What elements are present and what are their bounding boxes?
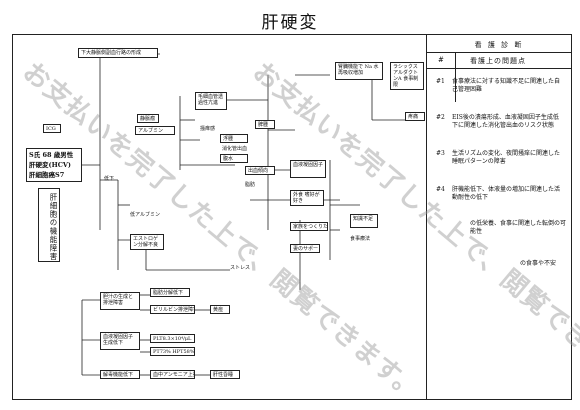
edema-box: 浮腫 xyxy=(220,134,248,143)
diagnosis-text: EIS後の潰瘍形成、血液凝固因子生成低下に関連した消化管出血のリスク状態 xyxy=(452,114,559,129)
detox-box: 解毒機能低下 xyxy=(100,370,140,379)
diagnosis-row-1: #1 食事療法に対する知識不足に関連した自己管理困難 xyxy=(436,78,568,94)
diagnosis-text: の食事や不安 xyxy=(520,260,557,267)
coag-gi-bleeding-box: 血液凝固因子 xyxy=(290,160,326,178)
gi-bleeding-label: 消化管出血 xyxy=(222,146,248,152)
ascites-box: 腹水 xyxy=(220,154,248,163)
low-label: 低下 xyxy=(104,176,115,182)
diagnosis-num: #4 xyxy=(436,186,445,193)
fat-label: 脂肪 xyxy=(245,182,256,188)
family-box: 家族をつくりたい xyxy=(290,222,328,231)
col-num-header: # xyxy=(438,56,444,64)
nursing-diagnosis-heading: 看 護 診 断 xyxy=(474,41,524,49)
diagnosis-num: #1 xyxy=(436,78,445,85)
bilirubin-excretion-box: ビリルビン排泄障害 xyxy=(150,305,195,314)
capillary-permeability-box: 毛細血管透過性亢進 xyxy=(195,92,227,110)
splenomegaly-box: 脾腫 xyxy=(255,120,275,129)
platelet-box: PLT8.3×10⁴/μL xyxy=(150,334,195,343)
collateral-circulation-box: 下大静脈側副血行路の形成 xyxy=(78,48,158,58)
diagnosis-row-4: #4 肝機能低下、体液量の増加に関連した活動耐性の低下 xyxy=(436,186,568,202)
panel-col-divider xyxy=(455,52,456,102)
panel-rule-2 xyxy=(426,68,572,69)
diagnosis-text: 食事療法に対する知識不足に関連した自己管理困難 xyxy=(452,78,561,93)
diagnosis-num: #2 xyxy=(436,114,445,121)
low-albumin-label: 低アルブミン xyxy=(130,212,160,218)
diet-therapy-label: 食事療法 xyxy=(350,236,371,242)
knowledge-deficit-box: 知識不足 xyxy=(350,214,378,228)
diuretics-box: ラシックス アルダクトンA 食事制限 xyxy=(390,62,424,90)
wife-support-box: 妻のサポート xyxy=(290,244,320,253)
renal-sodium-box: 腎臓機能で Na 水再吸収増加 xyxy=(335,62,383,80)
patient-line-3: 肝細胞癌S7 xyxy=(29,171,65,179)
diagnosis-num: #3 xyxy=(436,150,445,157)
diagnosis-text: 肝機能低下、体液量の増加に関連した活動耐性の低下 xyxy=(452,186,561,201)
albumin-box: アルブミン xyxy=(135,126,175,135)
patient-info-box: S氏 68 歳男性 肝硬変(HCV) 肝細胞癌S7 xyxy=(26,148,82,182)
patient-line-2: 肝硬変(HCV) xyxy=(29,161,72,169)
diagnosis-text: 生活リズムの変化、夜間掻痒に関連した睡眠パターンの障害 xyxy=(452,150,561,165)
bleeding-tendency-box: 出血傾向 xyxy=(245,166,275,175)
page-title: 肝硬変 xyxy=(261,13,319,33)
diagram-frame xyxy=(12,34,572,400)
diagnosis-row-6: の食事や不安 xyxy=(520,260,570,268)
diagnosis-text: の低栄養、食事に関連した転倒の可能性 xyxy=(470,220,567,235)
bile-production-box: 胆汁の生成と排泄障害 xyxy=(100,292,140,310)
jaundice-box: 黄疸 xyxy=(210,305,230,314)
diagnosis-row-2: #2 EIS後の潰瘍形成、血液凝固因子生成低下に関連した消化管出血のリスク状態 xyxy=(436,114,568,130)
varices-box: 静脈瘤 xyxy=(137,114,159,123)
panel-divider xyxy=(426,34,427,400)
coagulation-factor-box: 血液凝固因子生成低下 xyxy=(100,332,140,350)
fat-digestion-box: 脂肪分解低下 xyxy=(150,288,190,297)
col-title-header: 看護上の問題点 xyxy=(470,57,526,65)
stress-label: ストレス xyxy=(230,265,251,271)
diagnosis-row-3: #3 生活リズムの変化、夜間掻痒に関連した睡眠パターンの障害 xyxy=(436,150,568,166)
pt-box: PT73% HPT58% xyxy=(150,347,195,356)
itching-label: 掻痒感 xyxy=(200,126,216,132)
panel-rule-1 xyxy=(426,52,572,53)
liver-dysfunction-box: 肝細胞の機能障害 xyxy=(38,188,60,262)
diagnosis-row-5: の低栄養、食事に関連した転倒の可能性 xyxy=(470,220,570,236)
estrogen-box: エストロゲン分解不良 xyxy=(130,234,164,250)
icg-box: ICG xyxy=(43,124,61,133)
eating-out-box: 外食 嗜好が好き xyxy=(290,190,324,206)
ammonia-box: 血中アンモニア上昇 xyxy=(150,370,195,379)
pain-box: 疼痛 xyxy=(405,112,425,121)
patient-line-1: S氏 68 歳男性 xyxy=(29,151,74,159)
hepatic-coma-box: 肝性昏睡 xyxy=(210,370,240,379)
